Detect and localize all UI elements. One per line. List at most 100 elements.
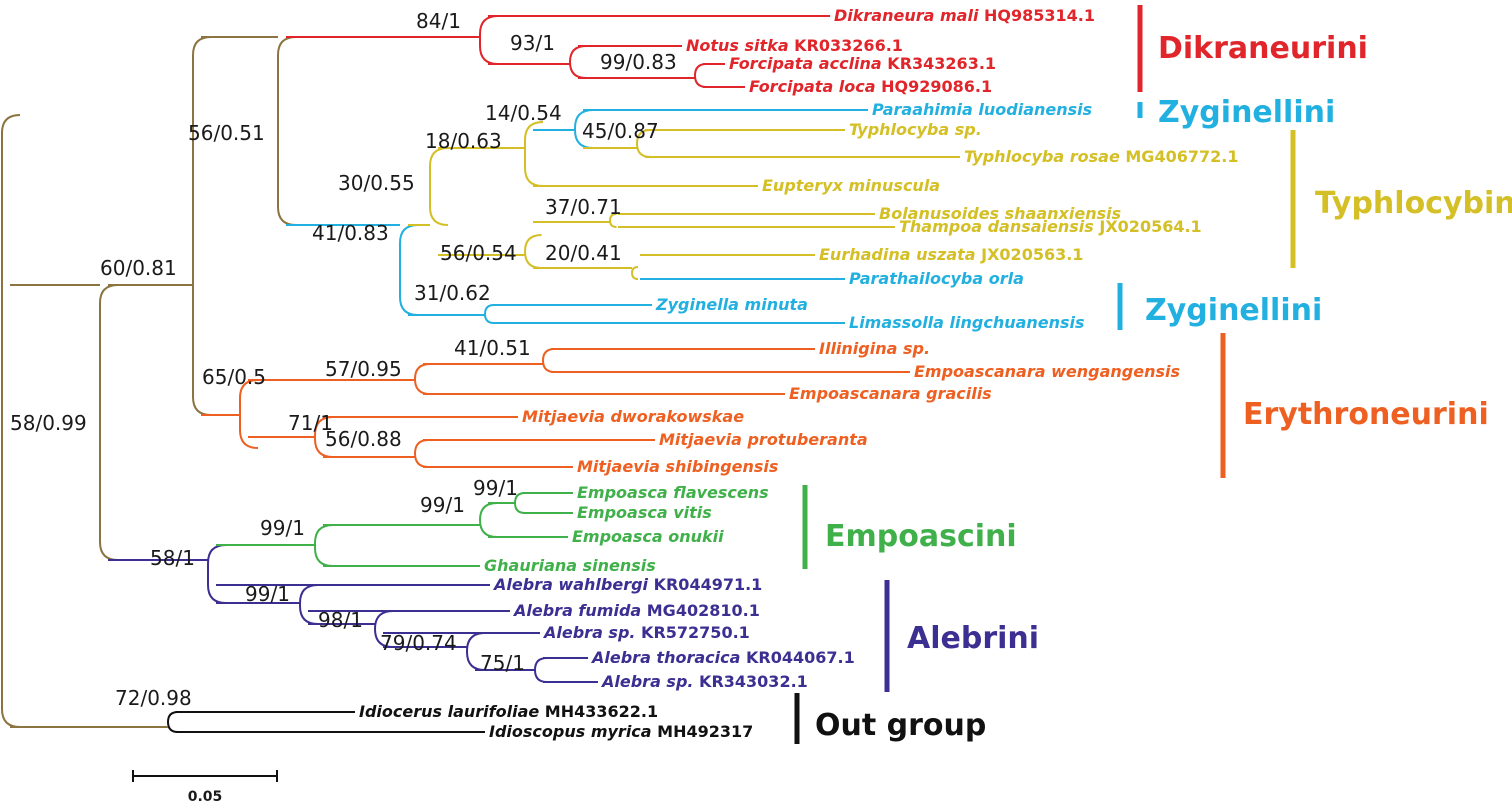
branch-vertical-8	[399, 224, 419, 316]
species-name: Eupteryx minuscula	[762, 176, 940, 195]
branch-vertical-18	[413, 363, 431, 395]
support-value: 45/0.87	[582, 119, 659, 143]
species-name: Illinigina sp.	[819, 339, 930, 358]
support-value: 99/1	[260, 516, 305, 540]
accession-number: MH433622.1	[539, 702, 658, 721]
taxon-label-bolanusoides: Bolanusoides shaanxiensis	[879, 204, 1121, 223]
branch-vertical-22	[207, 544, 227, 604]
support-value: 14/0.54	[485, 101, 562, 125]
species-name: Notus sitka	[686, 36, 789, 55]
species-name: Alebra sp.	[542, 623, 635, 642]
support-value: 72/0.98	[115, 686, 192, 710]
taxon-label-eurhadina: Eurhadina uszata JX020563.1	[819, 245, 1083, 264]
support-value: 79/0.74	[380, 631, 457, 655]
species-name: Paraahimia luodianensis	[872, 100, 1092, 119]
species-name: Empoasca onukii	[572, 527, 724, 546]
group-labels: DikraneuriniZyginelliniTyphlocybiniZygin…	[794, 5, 1512, 744]
taxon-label-emp_onukii: Empoasca onukii	[572, 527, 724, 546]
support-value: 57/0.95	[325, 357, 402, 381]
species-name: Empoascanara wengangensis	[914, 362, 1180, 381]
support-value: 41/0.83	[312, 221, 389, 245]
taxon-label-forcipata_loca: Forcipata loca HQ929086.1	[749, 77, 992, 96]
accession-number: KR343263.1	[882, 54, 996, 73]
branch-vertical-30	[166, 711, 179, 733]
group-label-outgroup: Out group	[815, 708, 986, 743]
taxon-label-thampoa: Thampoa dansaiensis JX020564.1	[899, 217, 1202, 236]
taxon-label-mit_shibingensis: Mitjaevia shibingensis	[577, 457, 778, 476]
species-name: Forcipata loca	[749, 77, 876, 96]
support-value: 58/0.99	[10, 411, 87, 435]
species-name: Parathailocyba orla	[849, 269, 1024, 288]
taxon-label-limassolla: Limassolla lingchuanensis	[849, 313, 1085, 332]
species-name: Bolanusoides shaanxiensis	[879, 204, 1121, 223]
group-label-zyginellini: Zyginellini	[1145, 293, 1322, 328]
support-value: 93/1	[510, 31, 555, 55]
species-name: Ghauriana sinensis	[484, 556, 656, 575]
branch-vertical-10	[524, 121, 544, 187]
group-label-zyginellini: Zyginellini	[1158, 95, 1335, 130]
tree-branches	[1, 15, 960, 733]
taxon-label-alebra_thoracica: Alebra thoracica KR044067.1	[590, 648, 855, 667]
branch-vertical-7	[693, 63, 707, 88]
group-label-typhlocybini: Typhlocybini	[1315, 186, 1512, 221]
support-value: 75/1	[480, 651, 525, 675]
support-value: 99/0.83	[600, 50, 677, 74]
branch-vertical-14	[608, 213, 617, 228]
taxon-label-emp_gracilis: Empoascanara gracilis	[789, 384, 992, 403]
support-value: 31/0.62	[414, 281, 491, 305]
species-name: Alebra wahlbergi	[492, 575, 649, 594]
accession-number: KR044067.1	[740, 648, 854, 667]
branch-vertical-29	[533, 657, 548, 683]
branch-vertical-12	[635, 129, 651, 158]
accession-number: KR033266.1	[789, 36, 903, 55]
taxon-label-eupteryx: Eupteryx minuscula	[762, 176, 940, 195]
support-value: 99/1	[420, 493, 465, 517]
taxon-label-alebra_sp1: Alebra sp. KR572750.1	[542, 623, 750, 642]
species-name: Limassolla lingchuanensis	[849, 313, 1085, 332]
support-value: 99/1	[245, 582, 290, 606]
taxon-label-illinigina: Illinigina sp.	[819, 339, 930, 358]
support-value: 58/1	[150, 546, 195, 570]
taxon-label-typhlocyba_sp: Typhlocyba sp.	[849, 120, 982, 139]
taxon-label-paraahimia: Paraahimia luodianensis	[872, 100, 1092, 119]
taxon-label-emp_flavescens: Empoasca flavescens	[577, 483, 769, 502]
support-value: 65/0.5	[202, 365, 266, 389]
group-label-erythroneurini: Erythroneurini	[1243, 397, 1489, 432]
taxon-label-idioscopus: Idioscopus myrica MH492317	[489, 722, 753, 741]
taxon-label-alebra_sp2: Alebra sp. KR343032.1	[600, 672, 808, 691]
accession-number: KR572750.1	[635, 623, 749, 642]
species-name: Mitjaevia dworakowskae	[522, 407, 744, 426]
species-name: Alebra sp.	[600, 672, 693, 691]
support-value: 30/0.55	[338, 171, 415, 195]
branch-vertical-24	[478, 502, 498, 538]
group-label-alebrini: Alebrini	[907, 621, 1039, 656]
species-name: Alebra fumida	[512, 601, 641, 620]
support-value: 20/0.41	[545, 241, 622, 265]
support-value: 41/0.51	[454, 336, 531, 360]
accession-number: JX020563.1	[976, 245, 1084, 264]
support-value: 56/0.51	[188, 121, 265, 145]
accession-number: MG402810.1	[641, 601, 760, 620]
species-name: Typhlocyba sp.	[849, 120, 982, 139]
branch-vertical-4	[277, 36, 297, 226]
branch-vertical-13	[523, 234, 542, 269]
species-name: Eurhadina uszata	[819, 245, 976, 264]
accession-number: HQ929086.1	[876, 77, 993, 96]
branch-vertical-26	[299, 584, 319, 625]
branch-vertical-2	[99, 284, 119, 561]
scale-bar-label: 0.05	[188, 789, 223, 801]
accession-number: MH492317	[652, 722, 754, 741]
accession-number: KR044971.1	[648, 575, 762, 594]
accession-number: JX020564.1	[1094, 217, 1202, 236]
species-name: Empoasca vitis	[577, 503, 712, 522]
group-label-dikraneurini: Dikraneurini	[1158, 31, 1368, 66]
branch-vertical-23	[314, 524, 334, 567]
branch-vertical-27	[373, 610, 394, 648]
branch-vertical-9	[429, 147, 449, 226]
accession-number: MG406772.1	[1120, 147, 1239, 166]
branch-vertical-21	[413, 439, 429, 468]
support-value: 18/0.63	[425, 129, 502, 153]
branch-vertical-5	[479, 15, 499, 65]
support-value: 37/0.71	[545, 195, 622, 219]
taxon-label-typhlocyba_rosae: Typhlocyba rosae MG406772.1	[964, 147, 1238, 166]
